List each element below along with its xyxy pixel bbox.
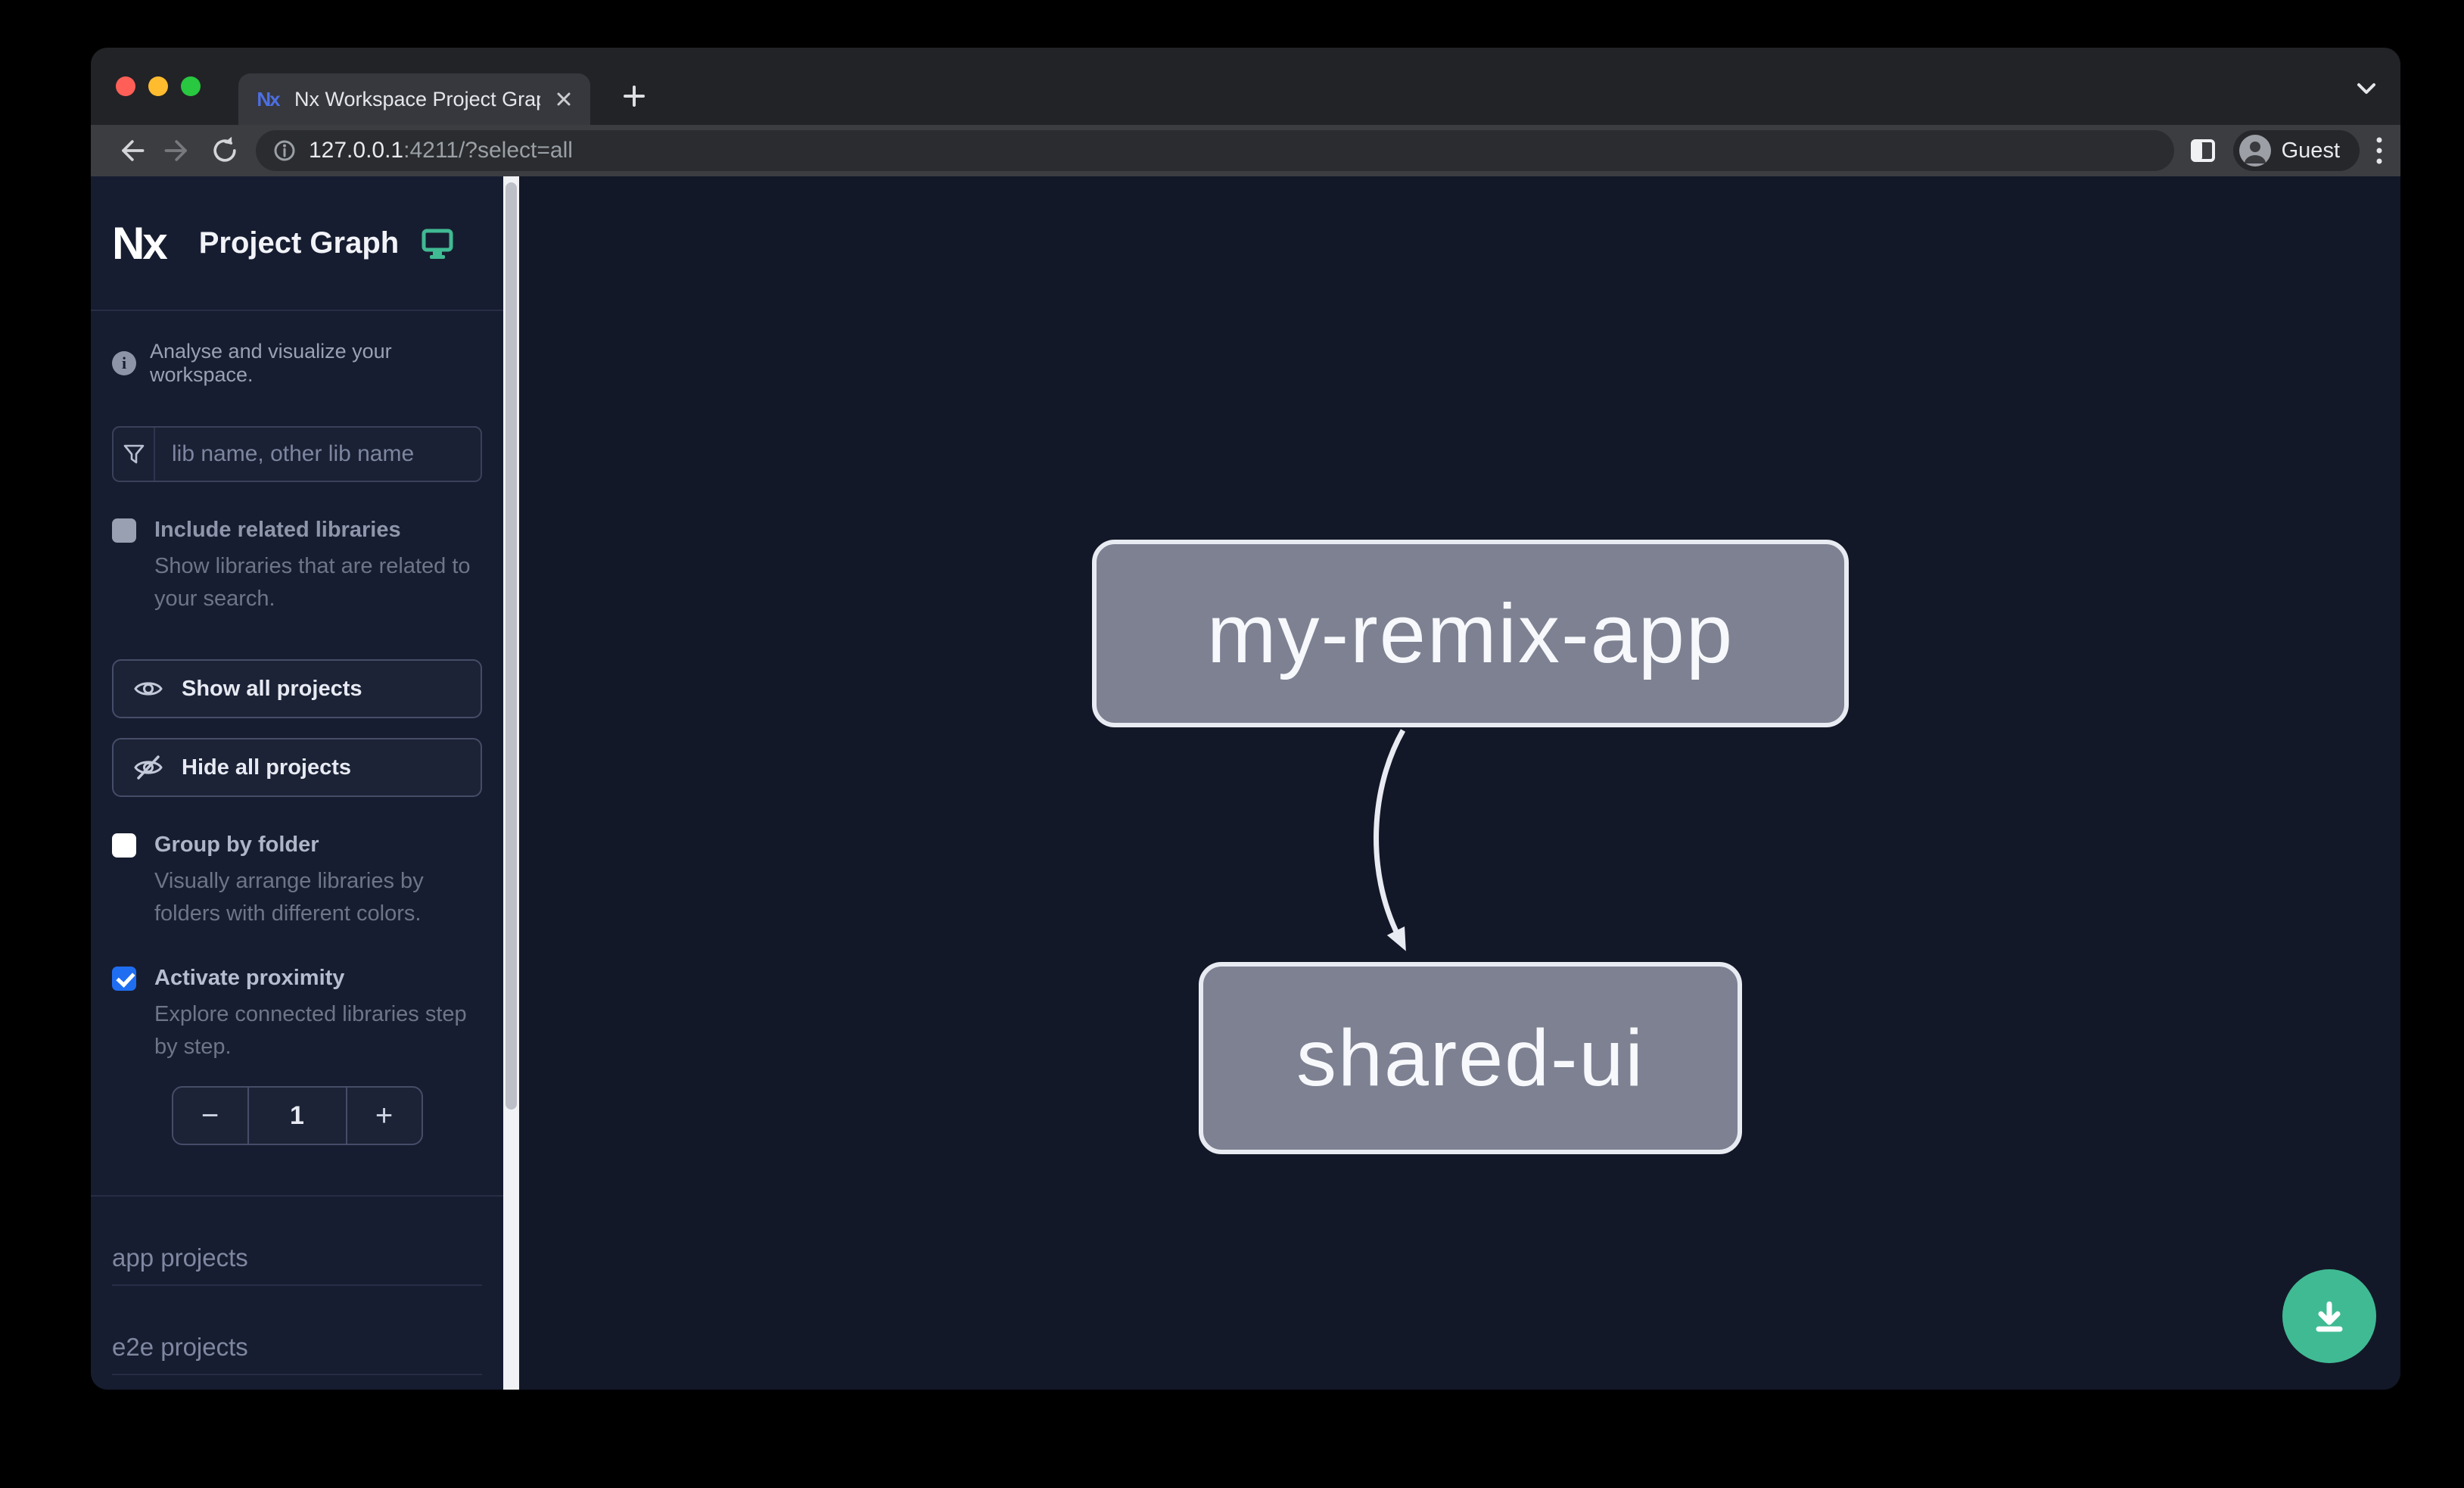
close-window-button[interactable]	[116, 76, 135, 96]
node-label: my-remix-app	[1206, 587, 1734, 680]
download-graph-button[interactable]	[2282, 1269, 2376, 1363]
workspace-tagline-row: i Analyse and visualize your workspace.	[112, 340, 482, 387]
browser-tab[interactable]: Nx Nx Workspace Project Graph	[238, 73, 590, 125]
browser-window: Nx Nx Workspace Project Graph	[91, 48, 2400, 1390]
activate-proximity-option: Activate proximity Explore connected lib…	[112, 965, 482, 1063]
url-path: :4211/?select=all	[403, 138, 573, 163]
tab-close-icon[interactable]	[554, 89, 574, 109]
minimize-window-button[interactable]	[148, 76, 168, 96]
activate-proximity-checkbox[interactable]	[112, 967, 136, 991]
filter-input[interactable]	[155, 428, 481, 481]
include-related-label: Include related libraries	[154, 518, 401, 542]
url-host: 127.0.0.1	[309, 138, 404, 163]
include-related-description: Show libraries that are related to your …	[154, 554, 471, 611]
workspace-tagline: Analyse and visualize your workspace.	[150, 340, 392, 386]
address-bar[interactable]: 127.0.0.1:4211/?select=all	[256, 130, 2174, 171]
sidebar-header: Nx Project Graph	[91, 176, 503, 311]
page-title: Project Graph	[198, 226, 400, 260]
window-controls	[116, 76, 201, 96]
include-related-option: Include related libraries Show libraries…	[112, 517, 482, 615]
group-by-folder-checkbox[interactable]	[112, 833, 136, 858]
site-info-icon[interactable]	[272, 139, 297, 163]
filter-box	[112, 426, 482, 482]
info-icon: i	[112, 351, 136, 375]
activate-proximity-description: Explore connected libraries step by step…	[154, 1002, 467, 1059]
monitor-icon[interactable]	[420, 226, 455, 260]
avatar-icon	[2238, 135, 2271, 167]
eye-off-icon	[133, 755, 163, 780]
graph-node-my-remix-app[interactable]: my-remix-app	[1092, 540, 1849, 727]
zoom-window-button[interactable]	[181, 76, 201, 96]
sidebar-scrollbar-track[interactable]	[503, 176, 519, 1390]
proximity-value: 1	[247, 1088, 347, 1144]
tab-strip: Nx Nx Workspace Project Graph	[91, 48, 2400, 125]
graph-node-shared-ui[interactable]: shared-ui	[1199, 962, 1742, 1154]
group-by-folder-description: Visually arrange libraries by folders wi…	[154, 869, 424, 926]
nx-logo: Nx	[112, 217, 168, 269]
include-related-checkbox[interactable]	[112, 518, 136, 543]
sidebar-scrollbar-thumb[interactable]	[506, 182, 517, 1110]
sidebar: Nx Project Graph i Analyse and visualize…	[91, 176, 503, 1390]
side-panel-icon[interactable]	[2188, 135, 2218, 166]
project-graph-canvas[interactable]: my-remix-app shared-ui	[519, 176, 2400, 1390]
browser-toolbar: 127.0.0.1:4211/?select=all Guest	[91, 125, 2400, 176]
back-button[interactable]	[107, 129, 154, 172]
show-all-projects-button[interactable]: Show all projects	[112, 659, 482, 718]
show-all-projects-label: Show all projects	[182, 676, 362, 701]
group-by-folder-label: Group by folder	[154, 833, 319, 857]
download-icon	[2308, 1295, 2350, 1337]
activate-proximity-label: Activate proximity	[154, 966, 345, 990]
profile-button[interactable]: Guest	[2232, 130, 2360, 171]
browser-menu-kebab-icon[interactable]	[2375, 134, 2384, 167]
hide-all-projects-label: Hide all projects	[182, 755, 352, 780]
proximity-stepper: − 1 +	[171, 1086, 423, 1145]
tab-title: Nx Workspace Project Graph	[294, 87, 540, 111]
node-label: shared-ui	[1296, 1013, 1644, 1103]
e2e-projects-heading: e2e projects	[112, 1333, 482, 1375]
dependency-edge[interactable]	[519, 176, 2400, 1390]
eye-icon	[133, 677, 163, 700]
new-tab-button[interactable]	[621, 82, 648, 110]
reload-button[interactable]	[201, 129, 248, 172]
group-by-folder-option: Group by folder Visually arrange librari…	[112, 832, 482, 930]
forward-button[interactable]	[154, 129, 201, 172]
url-text: 127.0.0.1:4211/?select=all	[309, 138, 573, 163]
nx-favicon-icon: Nx	[257, 87, 280, 111]
hide-all-projects-button[interactable]: Hide all projects	[112, 738, 482, 797]
page-content: Nx Project Graph i Analyse and visualize…	[91, 176, 2400, 1390]
tab-search-chevron-icon[interactable]	[2354, 79, 2379, 98]
app-projects-heading: app projects	[112, 1244, 482, 1286]
funnel-icon	[114, 428, 155, 481]
project-lists: app projects e2e projects	[91, 1195, 503, 1375]
profile-label: Guest	[2281, 138, 2340, 163]
proximity-increment-button[interactable]: +	[375, 1098, 394, 1132]
proximity-decrement-button[interactable]: −	[201, 1098, 219, 1132]
